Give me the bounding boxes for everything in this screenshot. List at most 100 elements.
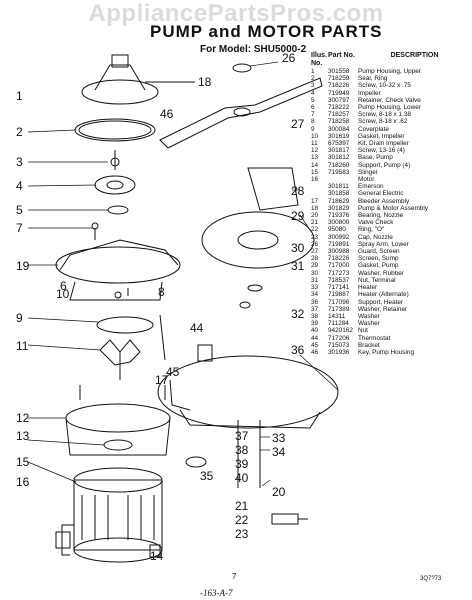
callout-38: 38 bbox=[235, 443, 249, 457]
callout-13: 13 bbox=[16, 429, 30, 443]
row-part: 301619 bbox=[328, 132, 350, 140]
parts-row: 14 718260 Support, Pump (4) bbox=[311, 162, 471, 169]
callout-19: 19 bbox=[16, 259, 30, 273]
row-part: 718258 bbox=[328, 118, 350, 126]
row-illus: 31 bbox=[311, 276, 319, 284]
row-description: Nut bbox=[358, 327, 368, 335]
row-illus: 22 bbox=[311, 226, 319, 234]
row-description: Pump Housing, Lower bbox=[358, 104, 421, 112]
row-part: 719891 bbox=[328, 240, 350, 248]
callout-6: 6 bbox=[60, 279, 67, 293]
row-part: 301811 bbox=[328, 183, 349, 191]
row-description: Screen, Sump bbox=[358, 255, 399, 263]
row-description: Washer bbox=[358, 312, 380, 320]
row-part bbox=[328, 176, 358, 183]
row-illus bbox=[311, 190, 328, 197]
callout-7: 7 bbox=[16, 221, 23, 235]
row-illus: 12 bbox=[311, 147, 319, 155]
row-part: 718259 bbox=[328, 75, 350, 83]
row-description: Screw, 8-18 x 1.38 bbox=[358, 111, 411, 119]
callout-12: 12 bbox=[16, 411, 30, 425]
row-description: Nut, Terminal bbox=[358, 276, 396, 284]
row-part: 301812 bbox=[328, 154, 350, 162]
row-part: 675397 bbox=[328, 140, 350, 148]
row-illus: 14 bbox=[311, 161, 319, 169]
row-illus: 10 bbox=[311, 132, 319, 140]
row-part: 718537 bbox=[328, 276, 350, 284]
row-description: Bleeder Assembly bbox=[358, 197, 410, 205]
row-part: 14311 bbox=[328, 312, 346, 320]
callout-33: 33 bbox=[272, 431, 286, 445]
callout-29: 29 bbox=[291, 209, 305, 223]
page-title: PUMP and MOTOR PARTS bbox=[150, 22, 383, 41]
callout-3: 3 bbox=[16, 155, 23, 169]
row-description: Thermostat bbox=[358, 334, 391, 342]
parts-row: 45 715073 Bracket bbox=[311, 342, 471, 349]
row-part: 718260 bbox=[328, 161, 350, 169]
row-illus: 26 bbox=[311, 240, 319, 248]
callout-32: 32 bbox=[291, 307, 305, 321]
row-description: Guard, Screen bbox=[358, 248, 400, 256]
row-part: 717000 bbox=[328, 262, 350, 270]
row-illus: 27 bbox=[311, 248, 319, 256]
row-part: 301817 bbox=[328, 147, 350, 155]
callout-30: 30 bbox=[291, 241, 305, 255]
row-description: Pump & Motor Assembly bbox=[358, 204, 428, 212]
callout-27: 27 bbox=[291, 117, 305, 131]
row-part: 715073 bbox=[328, 341, 350, 349]
callout-9: 9 bbox=[16, 311, 23, 325]
row-part: 719376 bbox=[328, 212, 350, 220]
row-description: Washer bbox=[358, 320, 380, 328]
row-description: Heater (Alternate) bbox=[358, 291, 409, 299]
row-illus: 40 bbox=[311, 327, 319, 335]
row-illus: 45 bbox=[311, 341, 319, 349]
row-description: Support, Heater bbox=[358, 298, 404, 306]
row-description: Retainer, Check Valve bbox=[358, 96, 421, 104]
row-illus: 39 bbox=[311, 320, 319, 328]
row-description: Heater bbox=[358, 284, 378, 292]
callout-20: 20 bbox=[272, 485, 286, 499]
callout-8: 8 bbox=[158, 285, 165, 299]
row-illus: 8 bbox=[311, 118, 315, 126]
row-part: 718226 bbox=[328, 255, 350, 263]
row-part: 717389 bbox=[328, 305, 350, 313]
row-illus: 33 bbox=[311, 284, 319, 292]
callout-11: 11 bbox=[16, 339, 29, 353]
row-description: Bearing, Nozzle bbox=[358, 212, 404, 220]
row-description: Key, Pump Housing bbox=[358, 348, 415, 356]
row-description: General Electric bbox=[358, 190, 404, 198]
row-illus: 18 bbox=[311, 204, 319, 212]
model-number: For Model: SHU5000-2 bbox=[200, 44, 307, 55]
row-description: Bracket bbox=[358, 341, 380, 349]
row-description: Support, Pump (4) bbox=[358, 161, 411, 169]
row-illus: 30 bbox=[311, 269, 319, 277]
row-illus: 2 bbox=[311, 75, 315, 83]
callout-26: 26 bbox=[282, 51, 296, 65]
row-description: Emerson bbox=[358, 183, 384, 191]
header-illus: Illus. No. bbox=[311, 52, 327, 67]
row-part: 300988 bbox=[328, 248, 350, 256]
row-part: 300992 bbox=[328, 233, 350, 241]
